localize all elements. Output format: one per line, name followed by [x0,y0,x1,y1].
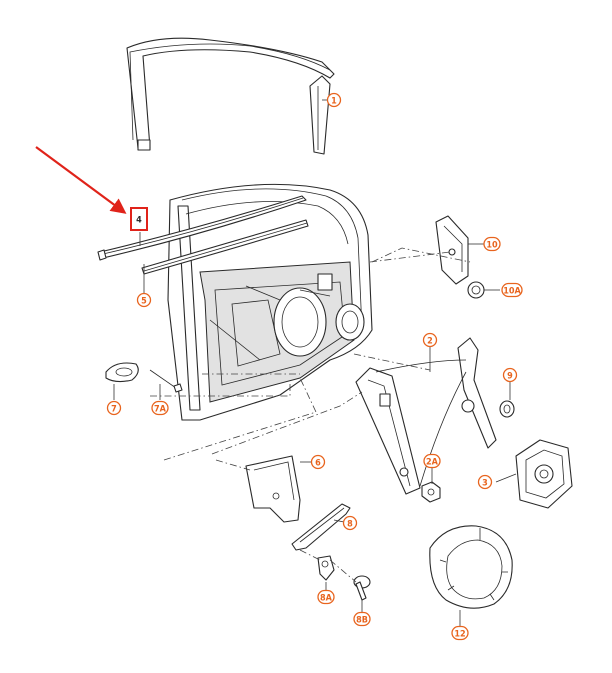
grommet-part-10a [467,281,485,299]
callout-c9: 9 [502,367,518,383]
callout-label: 6 [315,458,321,468]
callout-ring [317,589,335,605]
callout-c7: 7 [106,400,122,416]
inner-window-strip-part-5 [141,219,309,275]
callout-ring [326,92,342,108]
callout-ring [451,625,469,641]
callout-c8b: 8B [353,611,371,627]
bracket-part-8 [291,503,351,551]
nut-part-2a [421,481,441,503]
callout-label: 5 [141,296,147,306]
callout-ring [151,400,169,416]
callout-ring [502,367,518,383]
callout-label: 9 [507,371,513,381]
window-seal-part-1 [126,37,335,155]
callout-label: 8 [347,519,353,529]
callout-ring [422,332,438,348]
pointer-arrow [35,146,127,214]
connection-lines [150,247,471,583]
callout-label: 12 [454,629,465,639]
callout-c12: 12 [451,625,469,641]
callout-c8: 8 [342,515,358,531]
bracket-part-10 [435,215,469,285]
washer-part-9 [499,400,515,418]
callout-c5: 5 [136,292,152,308]
handle-part-7 [105,362,139,383]
callout-ring [477,474,493,490]
callout-label: 4 [136,215,142,225]
callout-label: 10 [486,240,498,250]
callout-ring [353,611,371,627]
callout-c1: 1 [326,92,342,108]
callout-c2a: 2A [423,453,441,469]
callout-c2: 2 [422,332,438,348]
callout-label: 8B [356,615,368,625]
callout-ring [310,454,326,470]
outer-window-strip-part-4 [97,195,307,261]
red-pointer [35,146,148,231]
callout-ring [501,282,523,298]
callout-c10a: 10A [501,282,523,298]
callout-c6: 6 [310,454,326,470]
rod-part-7a [149,369,183,393]
callout-ring [423,453,441,469]
callout-c7a: 7A [151,400,169,416]
callout-c8a: 8A [317,589,335,605]
clip-part-8a [317,555,335,581]
foam-ring-part-12 [429,525,513,609]
highlight-box [130,207,148,231]
callout-label: 2 [427,336,433,346]
callout-c4: 4 [136,215,142,225]
cover-plate-part-6 [245,455,301,523]
bolt-part-8b [353,575,371,601]
callout-c10: 10 [483,236,501,252]
callout-ring [342,515,358,531]
callout-label: 3 [482,478,488,488]
callout-ring [483,236,501,252]
window-motor-part-3 [515,439,573,509]
callout-label: 10A [503,286,521,296]
door-shell [167,183,373,421]
callout-c3: 3 [477,474,493,490]
callout-label: 1 [331,96,337,106]
callout-label: 7 [111,404,117,414]
callout-ring [106,400,122,416]
callout-label: 7A [154,404,167,414]
callout-label: 8A [320,593,333,603]
window-regulator-part-2 [355,337,497,495]
callout-label: 2A [426,457,439,467]
callout-ring [136,292,152,308]
